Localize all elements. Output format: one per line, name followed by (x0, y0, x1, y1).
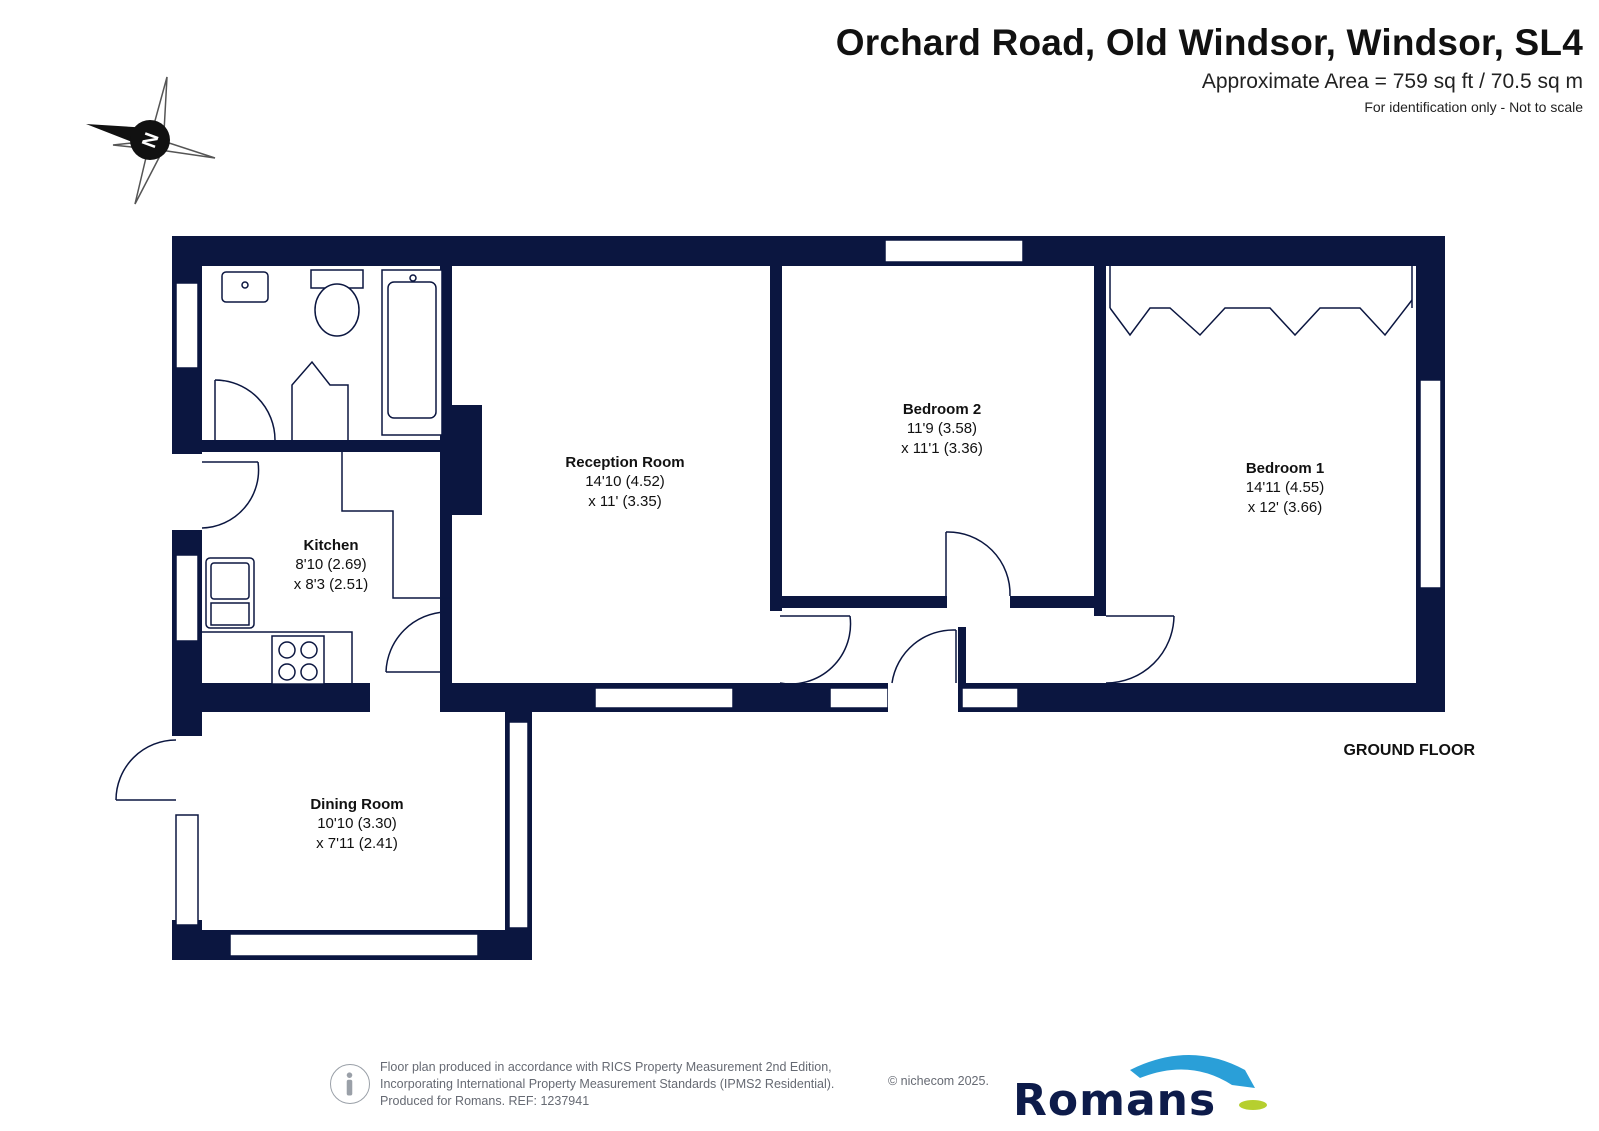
footer-line-3: Produced for Romans. REF: 1237941 (380, 1094, 590, 1108)
kitchen-fixtures (205, 557, 325, 685)
bedroom1-dim1: 14'11 (4.55) (1246, 479, 1324, 496)
kitchen-dim2: x 8'3 (2.51) (294, 576, 369, 593)
door-gaps (172, 454, 958, 796)
room-kitchen: Kitchen 8'10 (2.69) x 8'3 (2.51) (294, 537, 369, 593)
dining-dim1: 10'10 (3.30) (317, 815, 397, 832)
footer-line-2: Incorporating International Property Mea… (380, 1077, 835, 1091)
door-swings (115, 266, 1413, 801)
romans-logo-mark (1130, 1055, 1267, 1110)
room-dining: Dining Room 10'10 (3.30) x 7'11 (2.41) (310, 796, 403, 852)
compass-north-label: N (138, 130, 164, 151)
bedroom1-name: Bedroom 1 (1246, 460, 1324, 477)
reception-dim1: 14'10 (4.52) (585, 473, 665, 490)
bedroom2-dim1: 11'9 (3.58) (907, 420, 977, 437)
room-bedroom-2: Bedroom 2 11'9 (3.58) x 11'1 (3.36) (901, 401, 983, 457)
footer-notes: Floor plan produced in accordance with R… (380, 1059, 834, 1110)
compass-icon: N (86, 76, 216, 205)
property-title: Orchard Road, Old Windsor, Windsor, SL4 (835, 22, 1583, 63)
info-person-icon (330, 1064, 370, 1104)
room-reception: Reception Room 14'10 (4.52) x 11' (3.35) (565, 454, 684, 510)
bedroom2-name: Bedroom 2 (903, 401, 981, 418)
bathroom-fixtures (221, 269, 443, 436)
windows (175, 239, 1442, 957)
dining-name: Dining Room (310, 796, 403, 813)
reception-dim2: x 11' (3.35) (588, 493, 661, 510)
kitchen-dim1: 8'10 (2.69) (295, 556, 366, 573)
bedroom1-dim2: x 12' (3.66) (1248, 499, 1323, 516)
kitchen-name: Kitchen (303, 537, 358, 554)
bedroom2-dim2: x 11'1 (3.36) (901, 440, 983, 457)
scale-disclaimer: For identification only - Not to scale (1364, 99, 1583, 115)
romans-logo-text: Romans (1013, 1075, 1217, 1126)
room-bedroom-1: Bedroom 1 14'11 (4.55) x 12' (3.66) (1246, 460, 1324, 516)
plan-header: Orchard Road, Old Windsor, Windsor, SL4 … (836, 22, 1583, 115)
floor-label: GROUND FLOOR (1343, 742, 1475, 759)
dining-dim2: x 7'11 (2.41) (316, 835, 398, 852)
copyright-text: © nichecom 2025. (888, 1074, 989, 1088)
reception-name: Reception Room (565, 454, 684, 471)
footer-line-1: Floor plan produced in accordance with R… (380, 1060, 832, 1074)
approximate-area: Approximate Area = 759 sq ft / 70.5 sq m (1201, 70, 1583, 93)
